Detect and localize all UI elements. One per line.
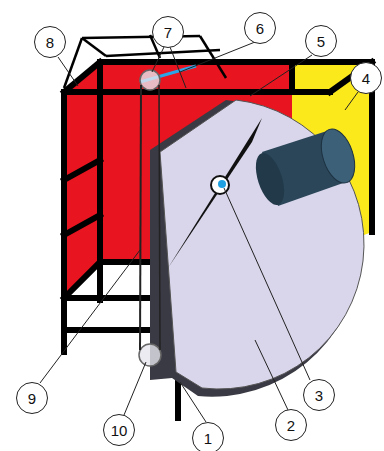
callout-circle: 7 [152,16,184,48]
pulley [140,70,160,90]
callout-circle: 2 [275,409,307,441]
callout-circle: 4 [350,62,382,94]
callout-number: 5 [317,33,325,50]
callout-circle: 5 [305,25,337,57]
leader-lines [40,42,358,422]
shaft [218,180,226,188]
callout-number: 2 [287,417,295,434]
side-panel [64,62,100,298]
frame [64,62,372,418]
callout-number: 3 [315,387,323,404]
pulley [139,344,161,366]
belt [159,85,160,350]
motor [250,125,361,209]
callout-number: 7 [164,24,172,41]
callout-circle: 9 [16,382,48,414]
fan-housing [160,100,364,389]
callout-circle: 3 [303,379,335,411]
callout-number: 1 [204,430,212,447]
callout-circle: 10 [103,414,135,446]
callout-number: 8 [46,34,54,51]
belt [140,85,141,350]
callout-number: 4 [362,70,370,87]
callout-circle: 8 [34,26,66,58]
callout-circle: 1 [192,422,224,451]
callout-number: 6 [256,20,264,37]
callout-circle: 6 [244,12,276,44]
callout-number: 10 [111,422,128,439]
shaft-hub [211,176,229,194]
callout-number: 9 [28,390,36,407]
fan-blade [168,118,262,268]
